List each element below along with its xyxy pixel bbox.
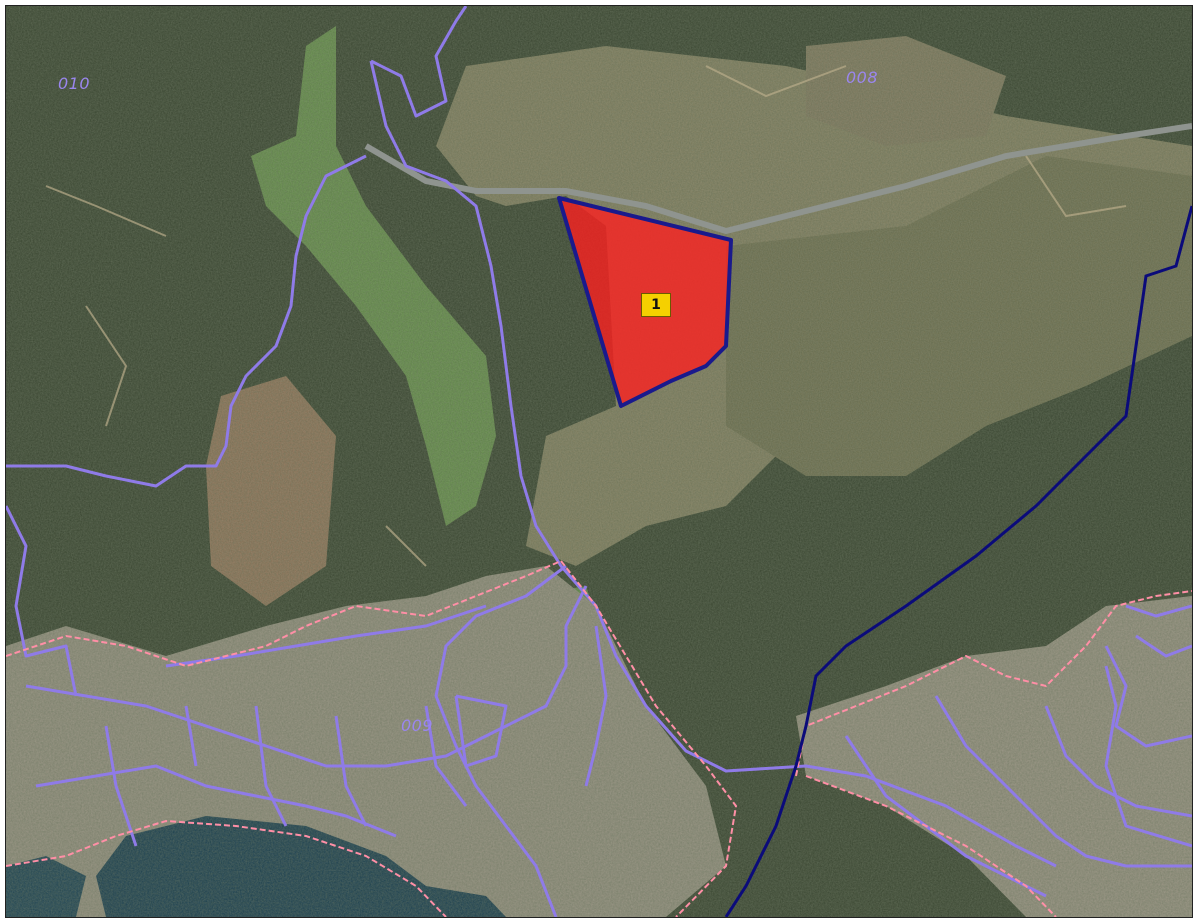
cadastral-zone-boundaries — [6, 6, 1192, 917]
terrain-speckle — [6, 6, 1192, 917]
parcel-number-label: 1 — [641, 293, 671, 317]
main-road — [364, 123, 1192, 235]
aerial-map[interactable] — [6, 6, 1192, 917]
small-roads — [45, 65, 1127, 567]
zone-label-010: 010 — [58, 74, 91, 93]
zone-label-008: 008 — [846, 68, 879, 87]
urban-boundaries — [6, 560, 1192, 917]
zone-label-009: 009 — [401, 716, 434, 735]
municipal-boundary — [724, 205, 1192, 917]
map-view[interactable]: 010 008 009 1 — [5, 5, 1193, 918]
